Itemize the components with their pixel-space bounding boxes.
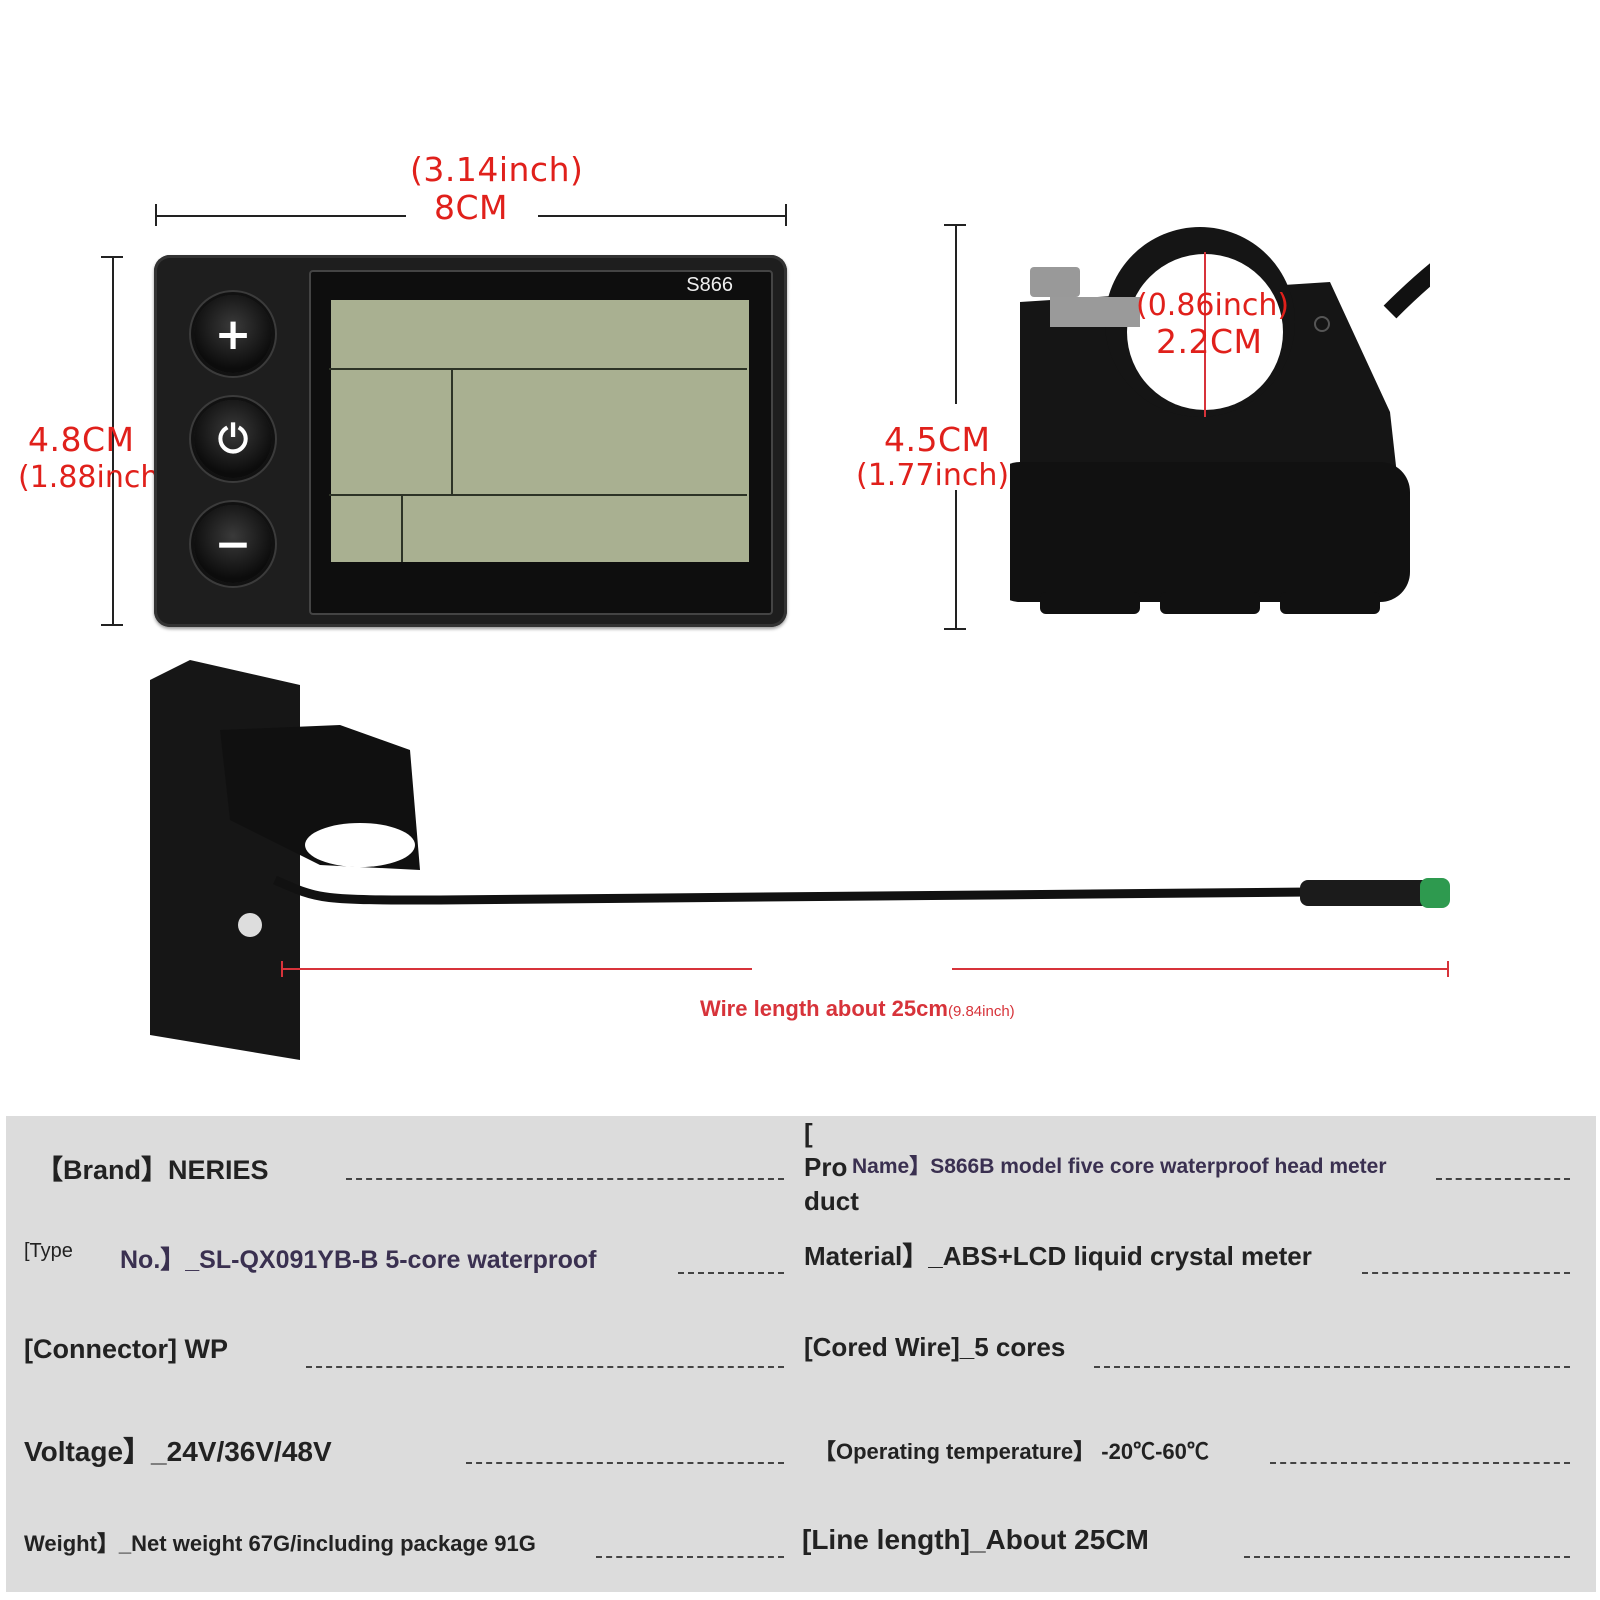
spec-type-prefix: [Type bbox=[24, 1240, 73, 1262]
mount-base bbox=[1010, 462, 1410, 602]
wire-connector-tip bbox=[1420, 878, 1450, 908]
mount-cable bbox=[1383, 263, 1430, 319]
display-clamp-hole bbox=[305, 823, 415, 867]
spec-material: Material】_ABS+LCD liquid crystal meter bbox=[804, 1241, 1312, 1271]
display-wire bbox=[273, 875, 1311, 905]
spec-cored-wire: [Cored Wire]_5 cores bbox=[804, 1332, 1066, 1362]
wire-length-text: Wire length about 25cm bbox=[700, 996, 948, 1021]
wire-connector bbox=[1300, 880, 1430, 906]
power-button: ⏻ bbox=[194, 400, 272, 478]
height-cm-label: 4.8CM bbox=[28, 420, 135, 459]
lcd-screen bbox=[329, 298, 749, 562]
display-label-sticker bbox=[238, 913, 262, 937]
model-label: S866 bbox=[686, 274, 733, 296]
lcd-display-front: + ⏻ − S866 bbox=[154, 255, 787, 627]
spec-weight: Weight】_Net weight 67G/including package… bbox=[24, 1531, 536, 1556]
clamp-inch-label: (0.86inch) bbox=[1136, 288, 1290, 323]
spec-brand: 【Brand】NERIES bbox=[36, 1155, 269, 1185]
spec-underline bbox=[596, 1556, 784, 1558]
display-back-panel bbox=[150, 660, 300, 1060]
spec-underline bbox=[678, 1272, 784, 1274]
mount-height-tick-top bbox=[944, 224, 966, 226]
mount-clamp-gap bbox=[1050, 297, 1140, 327]
width-inch-label: (3.14inch) bbox=[410, 150, 584, 189]
spec-underline bbox=[346, 1178, 784, 1180]
height-tick-bottom bbox=[101, 624, 123, 626]
width-cm-label: 8CM bbox=[434, 188, 509, 227]
height-tick-top bbox=[101, 256, 123, 258]
mount-height-tick-bottom bbox=[944, 628, 966, 630]
mount-foot-1 bbox=[1040, 592, 1140, 614]
spec-underline bbox=[306, 1366, 784, 1368]
plus-button: + bbox=[194, 295, 272, 373]
mount-height-line-bottom bbox=[955, 490, 957, 630]
width-tick-right bbox=[785, 204, 787, 226]
mount-rivet bbox=[1314, 316, 1330, 332]
spec-underline bbox=[1094, 1366, 1570, 1368]
mount-screw-head bbox=[1030, 267, 1080, 297]
spec-table: 【Brand】NERIES [ Pro duct Name】S866B mode… bbox=[6, 1116, 1596, 1592]
display-side-view bbox=[150, 660, 1450, 1060]
spec-underline bbox=[466, 1462, 784, 1464]
spec-line-length: [Line length]_About 25CM bbox=[802, 1524, 1149, 1555]
width-dimension-line-left bbox=[156, 215, 406, 217]
width-tick-left bbox=[155, 204, 157, 226]
spec-underline bbox=[1244, 1556, 1570, 1558]
wire-dimension-line-right bbox=[952, 968, 1448, 970]
wire-tick-right bbox=[1447, 961, 1449, 977]
lcd-segment-bottom-left bbox=[329, 494, 403, 562]
height-dimension-line bbox=[112, 256, 114, 626]
wire-dimension-line-left bbox=[282, 968, 752, 970]
lcd-segment-mid-left bbox=[329, 368, 453, 496]
clamp-cm-label: 2.2CM bbox=[1156, 322, 1263, 361]
wire-length-label: Wire length about 25cm(9.84inch) bbox=[700, 996, 1015, 1022]
spec-connector: [Connector] WP bbox=[24, 1334, 228, 1364]
mount-foot-2 bbox=[1160, 592, 1260, 614]
mount-height-cm-label: 4.5CM bbox=[884, 420, 991, 459]
height-inch-label: (1.88inch) bbox=[18, 460, 172, 495]
spec-underline bbox=[1362, 1272, 1570, 1274]
lcd-segment-top bbox=[329, 298, 747, 370]
mount-foot-3 bbox=[1280, 592, 1380, 614]
width-dimension-line-right bbox=[538, 215, 786, 217]
lcd-segment-mid-right bbox=[451, 368, 747, 496]
spec-product-name: Name】S866B model five core waterproof he… bbox=[852, 1155, 1387, 1178]
spec-underline bbox=[1436, 1178, 1570, 1180]
wire-length-inch: (9.84inch) bbox=[947, 1003, 1015, 1020]
spec-voltage: Voltage】_24V/36V/48V bbox=[24, 1436, 332, 1467]
spec-operating-temp: 【Operating temperature】 -20℃-60℃ bbox=[814, 1439, 1209, 1464]
wire-tick-left bbox=[281, 961, 283, 977]
spec-underline bbox=[1270, 1462, 1570, 1464]
mount-height-inch-label: (1.77inch) bbox=[856, 458, 1010, 493]
spec-product-prefix: [ Pro duct bbox=[804, 1118, 859, 1216]
mount-side-view bbox=[1010, 227, 1430, 614]
mount-height-line-top bbox=[955, 224, 957, 404]
screen-bezel: S866 bbox=[309, 270, 773, 615]
spec-type-no: No.】_SL-QX091YB-B 5-core waterproof bbox=[120, 1246, 597, 1274]
minus-button: − bbox=[194, 505, 272, 583]
